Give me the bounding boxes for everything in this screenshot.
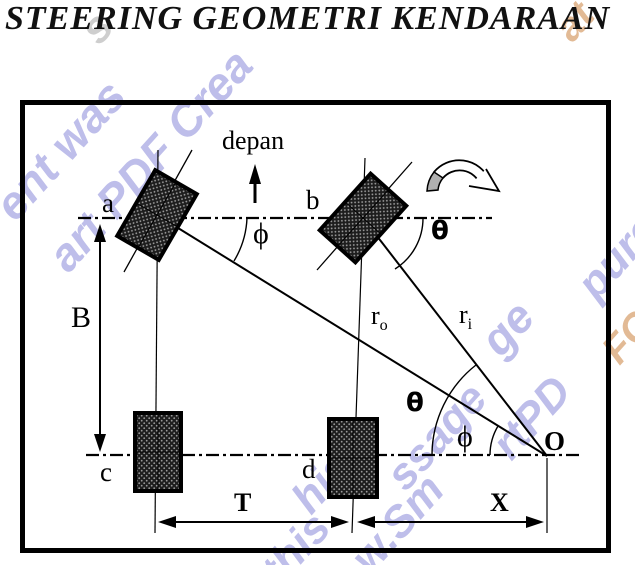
wheel-d xyxy=(327,417,379,499)
page-title: STEERING GEOMETRI KENDARAAN xyxy=(5,0,611,37)
label-outer-radius: ro xyxy=(371,303,388,334)
label-track-T: T xyxy=(234,488,252,517)
front-direction-arrow xyxy=(249,164,261,203)
label-phi-center: ϕ xyxy=(457,420,473,453)
phi-arc-front xyxy=(233,217,248,262)
label-turn-center-O: O xyxy=(544,426,566,456)
inner-radius-line xyxy=(362,217,548,457)
wheel-c xyxy=(133,411,183,493)
label-front-depan: depan xyxy=(222,126,285,155)
label-wheel-a: a xyxy=(102,188,114,218)
outer-radius-line xyxy=(156,214,548,457)
label-wheelbase-B: B xyxy=(71,301,92,334)
dimension-B-arrow xyxy=(94,224,106,452)
label-wheel-c: c xyxy=(100,457,112,487)
label-wheel-b: b xyxy=(306,185,320,215)
figure-border xyxy=(20,100,611,553)
phi-arc-center xyxy=(489,425,499,456)
theta-arc-front xyxy=(394,217,424,270)
wheel-b xyxy=(316,170,410,266)
outer-radius-sub: o xyxy=(379,317,388,335)
inner-radius-base: r xyxy=(459,300,468,329)
label-theta-front: θ xyxy=(431,216,449,246)
inner-radius-sub: i xyxy=(467,316,473,334)
outer-radius-base: r xyxy=(371,301,380,330)
label-inner-radius: ri xyxy=(459,302,472,333)
theta-arc-center xyxy=(431,364,477,456)
label-offset-X: X xyxy=(490,488,509,517)
wheel-a xyxy=(114,167,200,263)
label-theta-center: θ xyxy=(406,388,424,418)
label-phi-front: ϕ xyxy=(253,217,269,250)
label-wheel-d: d xyxy=(302,454,316,484)
dimension-X-arrow xyxy=(357,516,544,528)
rotation-arrow-icon xyxy=(426,159,501,193)
dimension-T-arrow xyxy=(158,516,349,528)
